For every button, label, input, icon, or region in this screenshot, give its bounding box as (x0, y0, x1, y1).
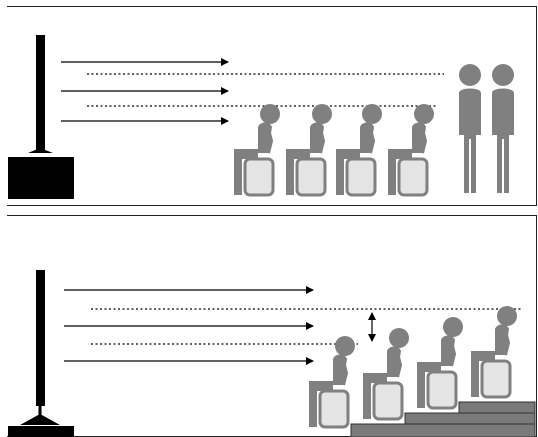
standing-person (459, 64, 481, 193)
seated-person (309, 336, 355, 427)
seated-person (417, 317, 463, 408)
seated-person (336, 104, 382, 195)
tier-3 (459, 402, 535, 413)
bottom-arrows (64, 290, 313, 361)
top-speaker (8, 35, 74, 199)
seated-person (286, 104, 332, 195)
seated-person (363, 328, 409, 419)
top-standing-audience (459, 64, 514, 193)
seated-person (471, 306, 517, 397)
seated-person (388, 104, 434, 195)
top-arrows (61, 62, 228, 121)
tier-1 (351, 424, 535, 437)
standing-person (492, 64, 514, 193)
bottom-speaker (8, 270, 74, 437)
top-sightlines (87, 74, 444, 106)
tier-2 (405, 413, 535, 424)
seated-person (234, 104, 280, 195)
top-seated-audience (234, 104, 434, 195)
